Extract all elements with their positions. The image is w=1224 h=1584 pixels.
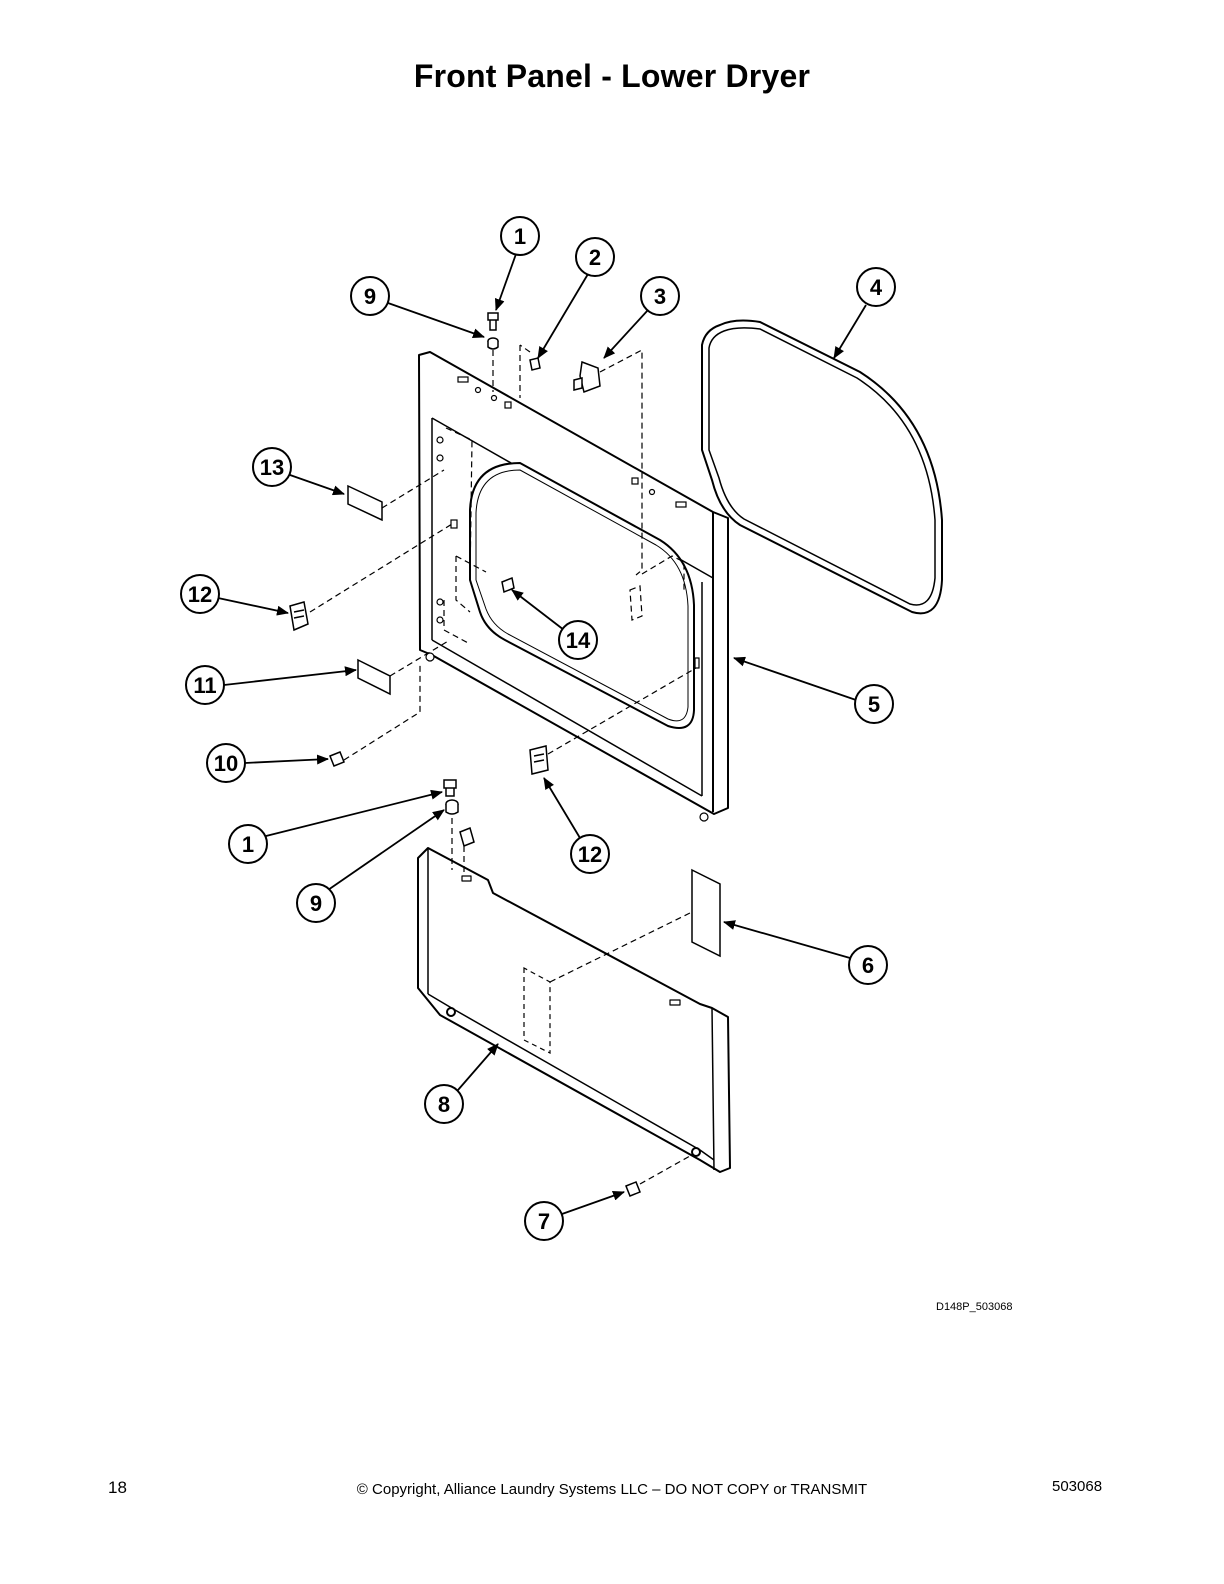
clip-icon bbox=[459, 826, 475, 848]
lower-kick-panel bbox=[417, 847, 731, 1173]
callout-12: 12 bbox=[180, 574, 220, 614]
callout-6: 6 bbox=[848, 945, 888, 985]
front-panel-holes bbox=[425, 376, 709, 822]
callout-12: 12 bbox=[570, 834, 610, 874]
callout-1: 1 bbox=[228, 824, 268, 864]
bumper-icon bbox=[289, 601, 309, 632]
callout-label: 9 bbox=[364, 284, 376, 309]
screw-icon bbox=[625, 1181, 641, 1197]
callout-label: 1 bbox=[242, 832, 254, 857]
callout-13: 13 bbox=[252, 447, 292, 487]
callout-8: 8 bbox=[424, 1084, 464, 1124]
screw-icon bbox=[443, 779, 457, 797]
door-switch-icon bbox=[579, 360, 601, 393]
label-13 bbox=[347, 484, 383, 522]
door-gasket bbox=[701, 319, 943, 615]
callout-label: 5 bbox=[868, 692, 880, 717]
callout-label: 3 bbox=[654, 284, 666, 309]
callout-label: 6 bbox=[862, 953, 874, 978]
callout-label: 13 bbox=[260, 455, 284, 480]
document-number: 503068 bbox=[1052, 1478, 1103, 1495]
copyright-notice: © Copyright, Alliance Laundry Systems LL… bbox=[356, 1481, 868, 1498]
callout-7: 7 bbox=[524, 1201, 564, 1241]
callout-label: 12 bbox=[188, 582, 212, 607]
page-title: Front Panel - Lower Dryer bbox=[413, 58, 811, 94]
kick-panel-hidden-outline bbox=[523, 966, 551, 1054]
callout-14: 14 bbox=[558, 620, 598, 660]
callout-label: 1 bbox=[514, 224, 526, 249]
clip-icon bbox=[529, 357, 541, 371]
callout-3: 3 bbox=[640, 276, 680, 316]
screw-icon bbox=[487, 312, 499, 331]
callout-9: 9 bbox=[350, 276, 390, 316]
callout-label: 14 bbox=[566, 628, 591, 653]
callouts: 1 2 3 4 9 13 12 14 bbox=[180, 216, 896, 1241]
callout-label: 11 bbox=[193, 673, 216, 698]
callout-5: 5 bbox=[854, 684, 894, 724]
small-parts bbox=[289, 312, 721, 1197]
assembly-dashed-lines bbox=[309, 344, 697, 1185]
callout-11: 11 bbox=[185, 665, 225, 705]
front-panel-frame bbox=[418, 351, 729, 815]
label-6 bbox=[691, 868, 721, 958]
callout-9: 9 bbox=[296, 883, 336, 923]
label-11 bbox=[357, 658, 391, 696]
drawing-id: D148P_503068 bbox=[936, 1301, 1013, 1313]
page-number: 18 bbox=[108, 1478, 127, 1497]
screw-icon bbox=[501, 576, 515, 594]
callout-leaders bbox=[217, 253, 867, 1215]
callout-4: 4 bbox=[856, 267, 896, 307]
callout-label: 10 bbox=[214, 751, 238, 776]
callout-label: 9 bbox=[310, 891, 322, 916]
callout-2: 2 bbox=[575, 237, 615, 277]
callout-label: 12 bbox=[578, 842, 602, 867]
callout-label: 4 bbox=[870, 275, 883, 300]
callout-10: 10 bbox=[206, 743, 246, 783]
callout-label: 8 bbox=[438, 1092, 450, 1117]
callout-label: 7 bbox=[538, 1209, 550, 1234]
bumper-icon bbox=[529, 745, 549, 775]
screw-icon bbox=[329, 751, 345, 767]
callout-label: 2 bbox=[589, 245, 601, 270]
callout-1: 1 bbox=[500, 216, 540, 256]
